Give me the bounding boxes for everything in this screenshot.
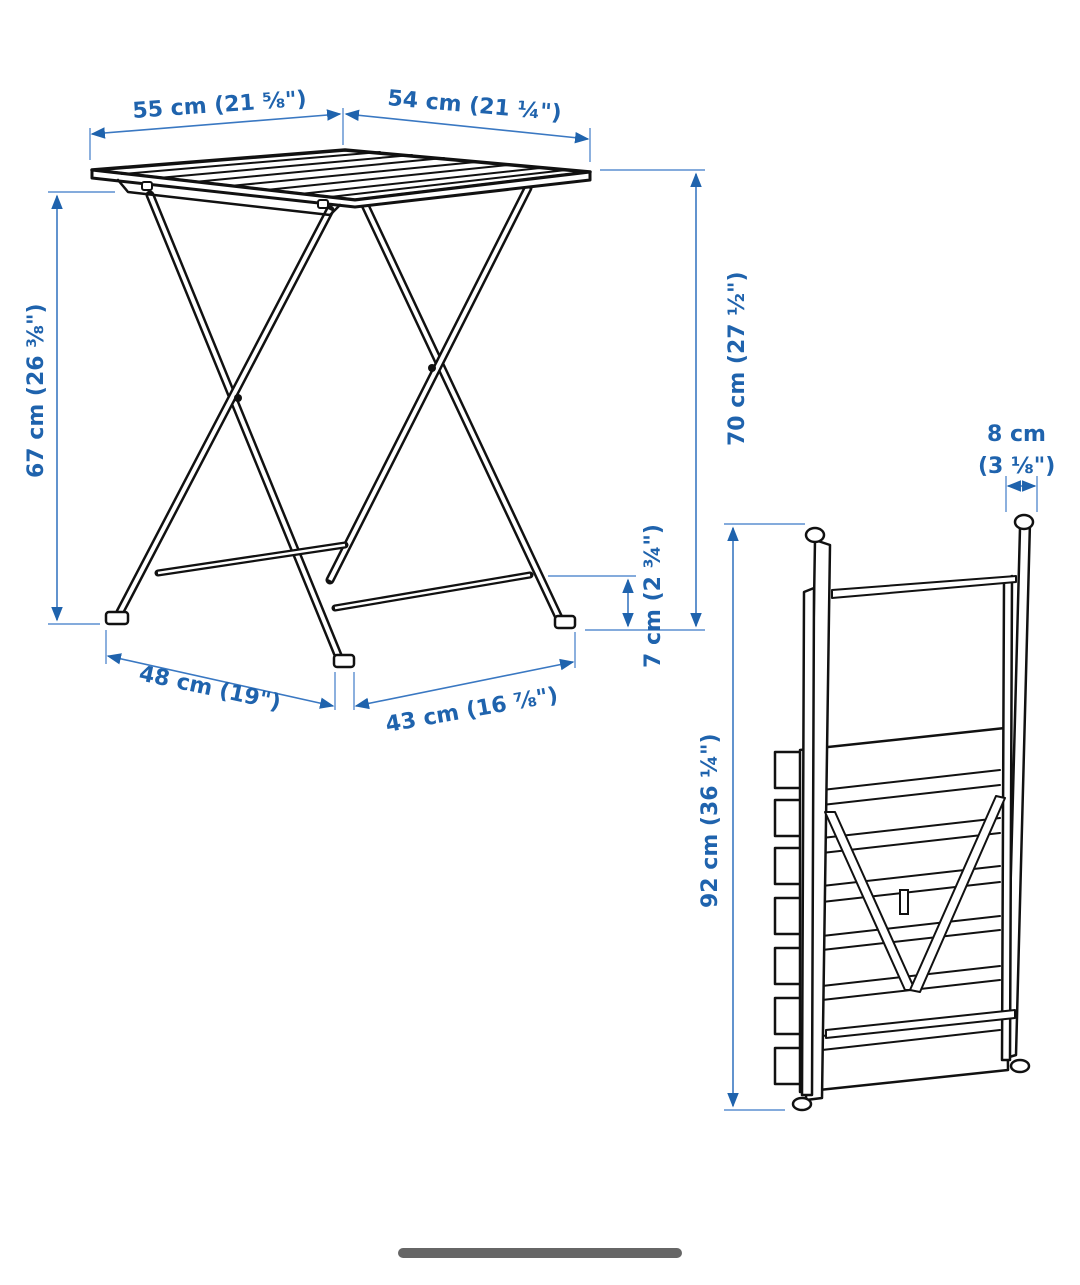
dimension-leg-height: 67 cm (26 ⅜") [24, 303, 49, 478]
unfolded-dimension-lines [48, 108, 705, 710]
folded-table-illustration [773, 513, 1035, 1112]
dimension-total-height: 70 cm (27 ½") [725, 271, 750, 446]
table-top [90, 148, 592, 217]
dimension-folded-height: 92 cm (36 ¼") [698, 733, 723, 908]
table-legs [104, 183, 577, 669]
dimension-folded-thickness-imperial: (3 ⅛") [978, 454, 1055, 479]
unfolded-table-illustration [90, 148, 592, 669]
folded-dimension-lines [724, 476, 1038, 1111]
dimension-base-right: 43 cm (16 ⅞") [384, 683, 560, 738]
dimension-base-left: 48 cm (19") [137, 661, 283, 715]
dimension-folded-thickness: 8 cm [987, 422, 1046, 447]
folded-frame [791, 513, 1035, 1112]
home-indicator[interactable] [398, 1248, 682, 1258]
dimension-foot-height: 7 cm (2 ¾") [641, 524, 666, 668]
